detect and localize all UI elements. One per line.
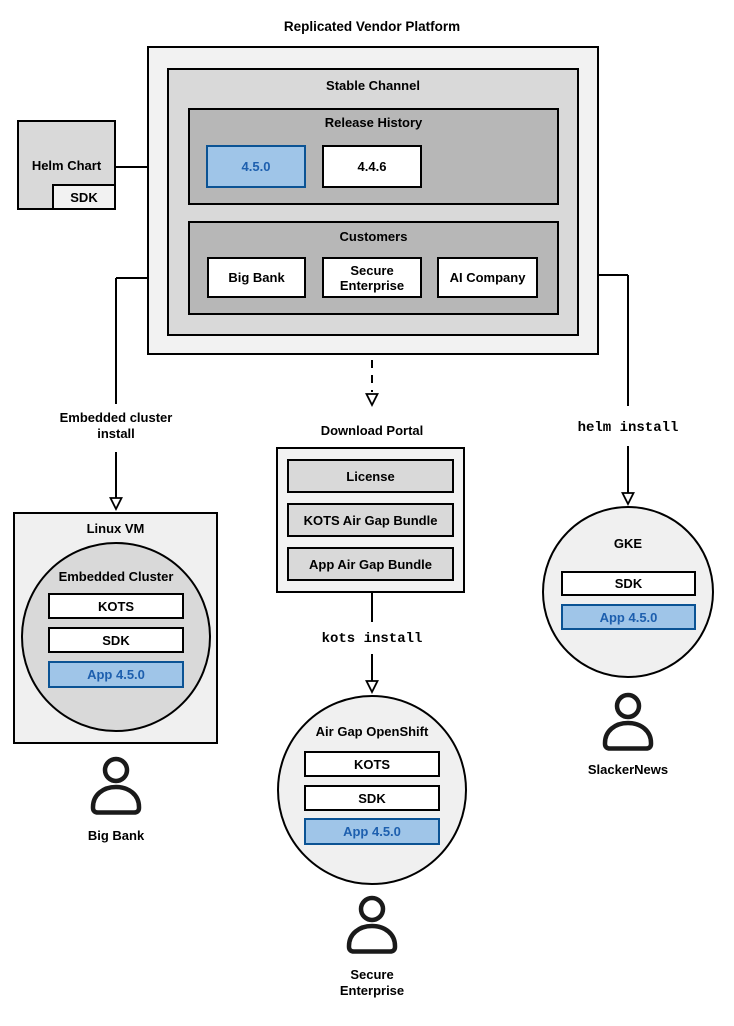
customer-secure-enterprise: Secure Enterprise bbox=[322, 257, 422, 298]
linuxvm-app-box: App 4.5.0 bbox=[48, 661, 184, 688]
customers-label: Customers bbox=[339, 229, 408, 244]
linux-vm-label: Linux VM bbox=[86, 521, 145, 536]
embedded-cluster-label: Embedded Cluster bbox=[58, 569, 174, 584]
release-history-label: Release History bbox=[324, 115, 423, 130]
slackernews-persona-label: SlackerNews bbox=[587, 762, 669, 777]
helm-chart-label: Helm Chart bbox=[31, 158, 102, 173]
stable-channel-label: Stable Channel bbox=[326, 78, 420, 93]
kots-install-label: kots install bbox=[321, 631, 423, 647]
gke-app-box: App 4.5.0 bbox=[561, 604, 696, 630]
diagram-title: Replicated Vendor Platform bbox=[283, 19, 461, 34]
openshift-app-box: App 4.5.0 bbox=[304, 818, 440, 845]
linuxvm-sdk-box: SDK bbox=[48, 627, 184, 653]
airgap-openshift-label: Air Gap OpenShift bbox=[315, 724, 429, 739]
gke-sdk-box: SDK bbox=[561, 571, 696, 596]
app-airgap-bundle-box: App Air Gap Bundle bbox=[287, 547, 454, 581]
openshift-sdk-box: SDK bbox=[304, 785, 440, 811]
big-bank-user-icon bbox=[84, 756, 148, 821]
embedded-cluster-install-label: Embedded cluster install bbox=[59, 410, 173, 441]
kots-airgap-bundle-box: KOTS Air Gap Bundle bbox=[287, 503, 454, 537]
license-box: License bbox=[287, 459, 454, 493]
release-4-4-6: 4.4.6 bbox=[322, 145, 422, 188]
customer-ai-company: AI Company bbox=[437, 257, 538, 298]
secure-enterprise-persona-label: Secure Enterprise bbox=[339, 967, 405, 998]
download-portal-label: Download Portal bbox=[320, 423, 424, 438]
release-4-5-0: 4.5.0 bbox=[206, 145, 306, 188]
big-bank-persona-label: Big Bank bbox=[87, 828, 145, 843]
helm-install-label: helm install bbox=[577, 420, 679, 436]
customer-big-bank: Big Bank bbox=[207, 257, 306, 298]
gke-label: GKE bbox=[613, 536, 643, 551]
slackernews-user-icon bbox=[596, 692, 660, 757]
openshift-kots-box: KOTS bbox=[304, 751, 440, 777]
secure-enterprise-user-icon bbox=[340, 895, 404, 960]
linuxvm-kots-box: KOTS bbox=[48, 593, 184, 619]
helm-chart-sdk-box: SDK bbox=[52, 184, 116, 210]
